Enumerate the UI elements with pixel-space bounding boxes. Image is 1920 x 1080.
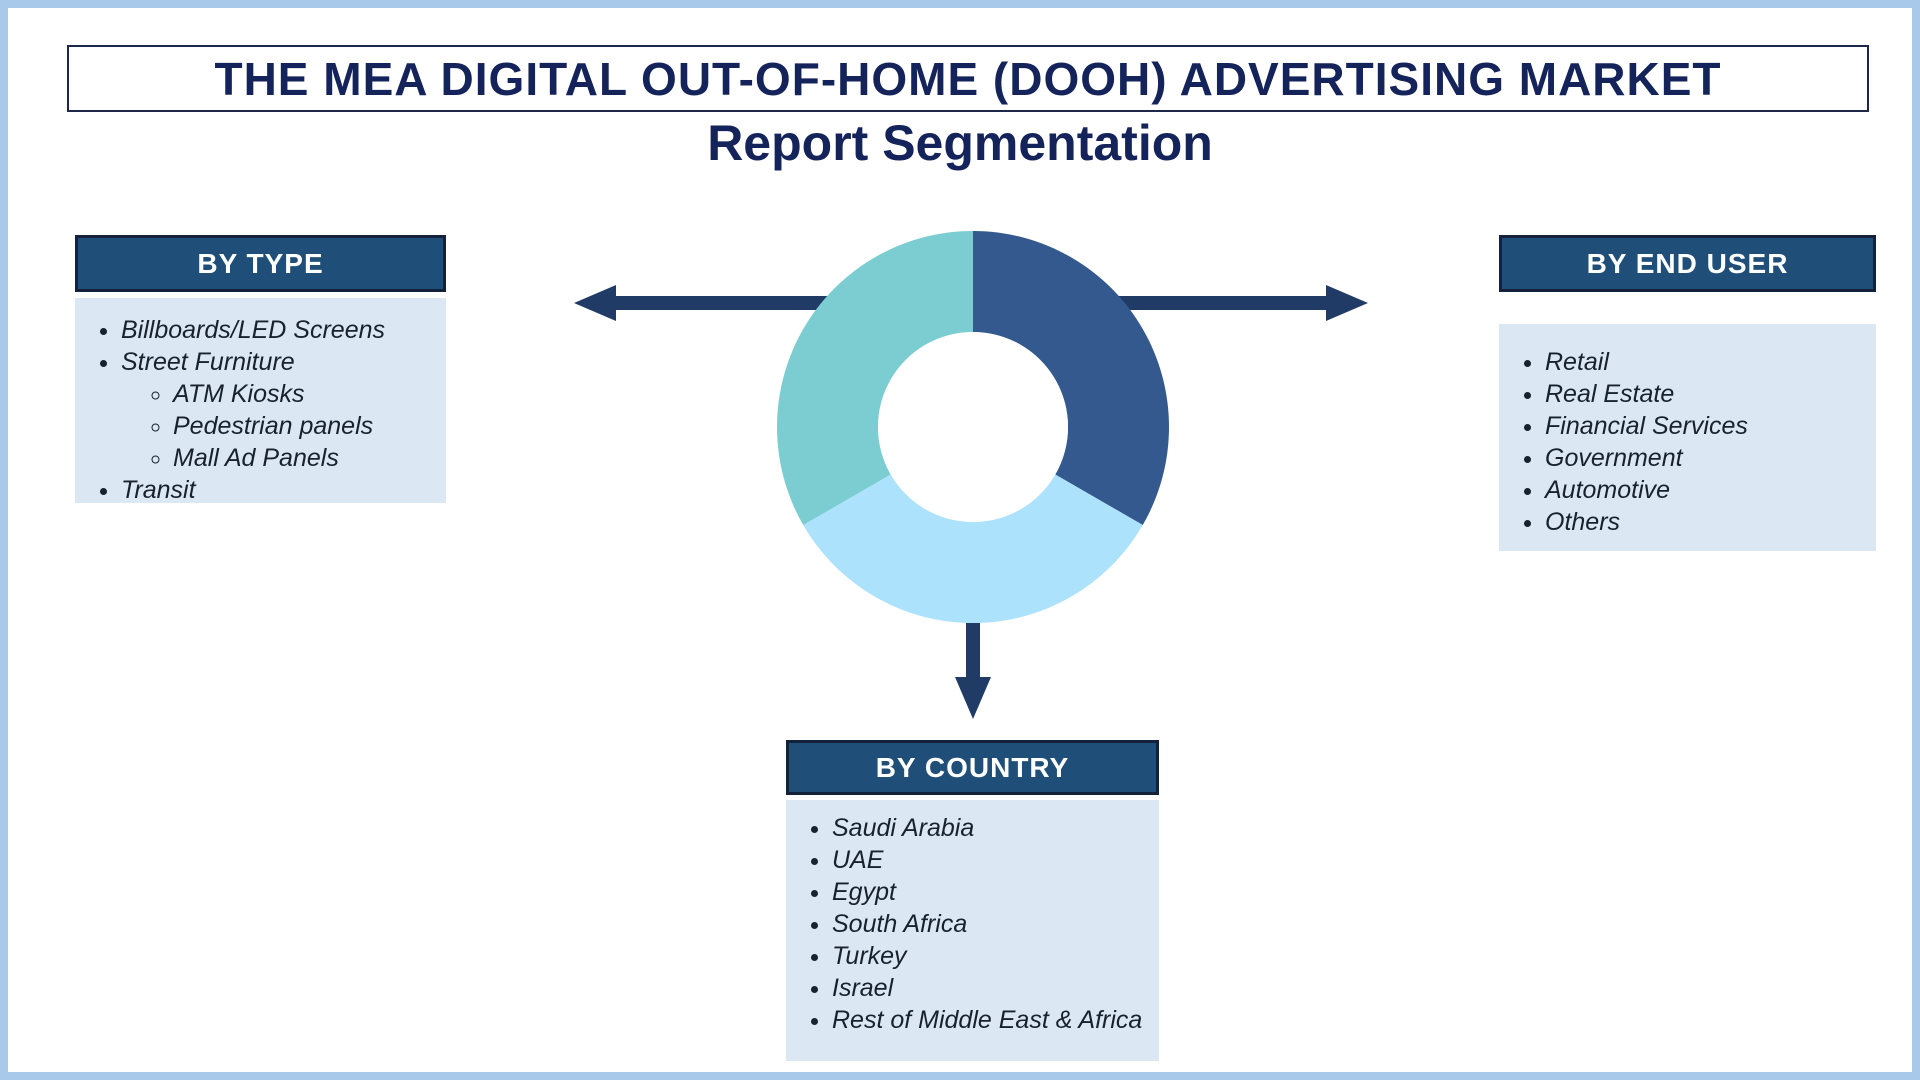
list-item: Financial Services (1545, 410, 1876, 442)
donut-hole (878, 332, 1068, 522)
by-end-user-header: BY END USER (1499, 235, 1876, 292)
left-arrow-icon (574, 285, 838, 321)
by-country-title: BY COUNTRY (875, 751, 1070, 783)
sub-list-item: Pedestrian panels (173, 410, 446, 442)
list-item: Government (1545, 442, 1876, 474)
title-box: THE MEA DIGITAL OUT-OF-HOME (DOOH) ADVER… (67, 45, 1869, 112)
list-item: Billboards/LED Screens (121, 314, 446, 346)
by-end-user-list: RetailReal EstateFinancial ServicesGover… (1499, 346, 1876, 538)
list-item: Saudi Arabia (832, 812, 1159, 844)
by-end-user-panel: RetailReal EstateFinancial ServicesGover… (1499, 324, 1876, 551)
donut-chart (777, 231, 1169, 623)
by-type-header: BY TYPE (75, 235, 446, 292)
list-item: Retail (1545, 346, 1876, 378)
right-arrow-icon (1104, 285, 1368, 321)
list-item: Street FurnitureATM KiosksPedestrian pan… (121, 346, 446, 474)
list-item: South Africa (832, 908, 1159, 940)
list-item: UAE (832, 844, 1159, 876)
list-item: Others (1545, 506, 1876, 538)
list-item: Transit (121, 474, 446, 506)
by-type-panel: Billboards/LED ScreensStreet FurnitureAT… (75, 298, 446, 506)
page-subtitle: Report Segmentation (707, 115, 1213, 171)
page-title: THE MEA DIGITAL OUT-OF-HOME (DOOH) ADVER… (214, 52, 1722, 105)
sub-list-item: Mall Ad Panels (173, 442, 446, 474)
list-item: Egypt (832, 876, 1159, 908)
by-end-user-title: BY END USER (1586, 247, 1789, 279)
list-item: Rest of Middle East & Africa (832, 1004, 1159, 1036)
by-country-list: Saudi ArabiaUAEEgyptSouth AfricaTurkeyIs… (786, 812, 1159, 1036)
list-item: Turkey (832, 940, 1159, 972)
left-arrow-shape (574, 285, 838, 321)
list-item: Real Estate (1545, 378, 1876, 410)
by-country-panel: Saudi ArabiaUAEEgyptSouth AfricaTurkeyIs… (786, 800, 1159, 1061)
by-country-header: BY COUNTRY (786, 740, 1159, 795)
list-item: Israel (832, 972, 1159, 1004)
donut-segment-teal (777, 231, 973, 525)
by-type-title: BY TYPE (197, 247, 324, 279)
sub-list-item: ATM Kiosks (173, 378, 446, 410)
down-arrow-shape (955, 615, 991, 719)
list-item: Automotive (1545, 474, 1876, 506)
by-type-list: Billboards/LED ScreensStreet FurnitureAT… (75, 314, 446, 506)
down-arrow-icon (955, 615, 991, 719)
sub-list: ATM KiosksPedestrian panelsMall Ad Panel… (121, 378, 446, 474)
right-arrow-shape (1104, 285, 1368, 321)
donut-segment-dark-blue (973, 231, 1169, 525)
donut-segment-light-blue (803, 474, 1143, 623)
